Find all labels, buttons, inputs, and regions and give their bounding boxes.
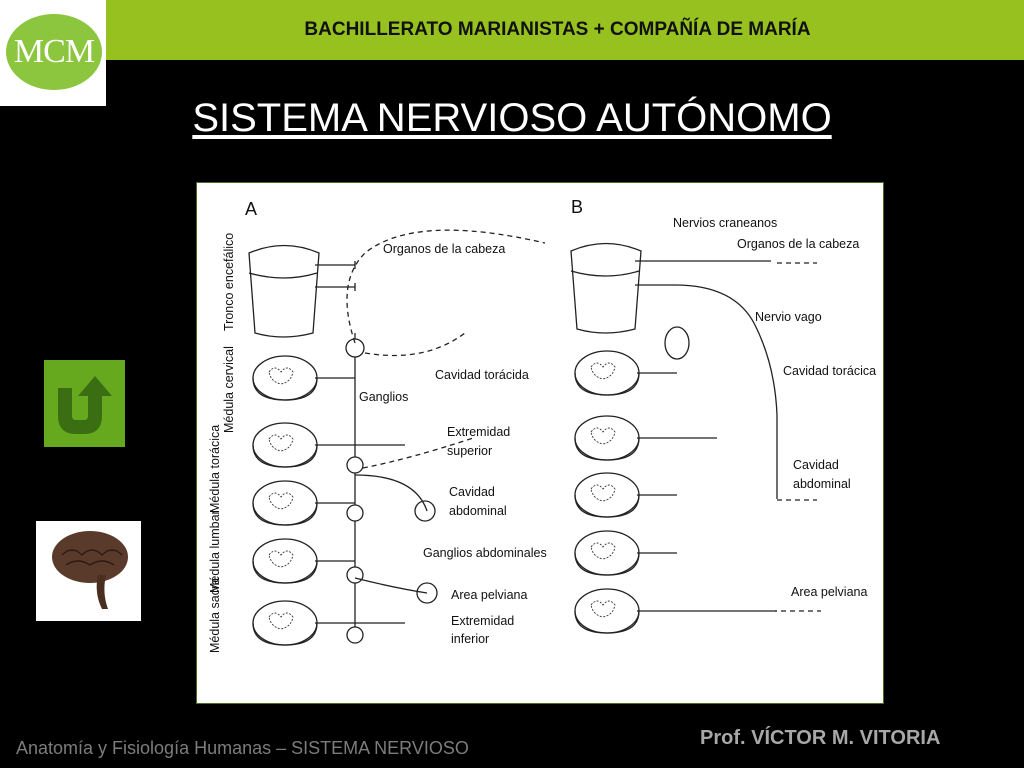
logo: MCM bbox=[0, 0, 106, 106]
logo-oval: MCM bbox=[6, 14, 102, 90]
b-nervio-vago: Nervio vago bbox=[755, 310, 822, 324]
spinal-segments-a bbox=[252, 229, 546, 646]
side-label-toracica: Médula torácica bbox=[208, 425, 222, 513]
side-label-tronco: Tronco encefálico bbox=[222, 233, 236, 331]
a-extremidad-superior-2: superior bbox=[447, 444, 492, 458]
footer-course: Anatomía y Fisiología Humanas – SISTEMA … bbox=[16, 738, 469, 758]
b-cavidad-toracica: Cavidad torácica bbox=[783, 364, 876, 378]
diagram-svg: A Tronco encefálico Médula cervical Médu… bbox=[208, 197, 876, 653]
a-extremidad-inferior-2: inferior bbox=[451, 632, 489, 646]
slide-title: SISTEMA NERVIOSO AUTÓNOMO bbox=[192, 96, 832, 140]
side-label-cervical: Médula cervical bbox=[222, 346, 236, 433]
brainstem-b bbox=[570, 242, 817, 501]
b-cavidad-abdominal-2: abdominal bbox=[793, 477, 851, 491]
nervous-system-diagram: A Tronco encefálico Médula cervical Médu… bbox=[196, 182, 884, 704]
a-cavidad-toracica: Cavidad torácida bbox=[435, 368, 529, 382]
a-ganglios-abdominales: Ganglios abdominales bbox=[423, 546, 547, 560]
back-button[interactable] bbox=[44, 360, 125, 447]
b-organos-cabeza: Organos de la cabeza bbox=[737, 237, 859, 251]
a-extremidad-superior-1: Extremidad bbox=[447, 425, 510, 439]
panel-b-letter: B bbox=[571, 197, 583, 217]
u-turn-arrow-icon bbox=[58, 376, 112, 434]
b-area-pelviana: Area pelviana bbox=[791, 585, 867, 599]
brainstem-a bbox=[248, 244, 356, 338]
header-banner: BACHILLERATO MARIANISTAS + COMPAÑÍA DE M… bbox=[106, 0, 1024, 60]
a-ganglios: Ganglios bbox=[359, 390, 408, 404]
brain-icon bbox=[52, 531, 128, 609]
footer-author: Prof. VÍCTOR M. VITORIA bbox=[700, 727, 941, 749]
panel-a-letter: A bbox=[245, 199, 257, 219]
a-organos-cabeza: Organos de la cabeza bbox=[383, 242, 505, 256]
b-nervios-craneanos: Nervios craneanos bbox=[673, 216, 777, 230]
spinal-segments-b bbox=[574, 326, 821, 634]
side-label-lumbar: Médula lumbar bbox=[208, 510, 222, 593]
a-cavidad-abdominal-2: abdominal bbox=[449, 504, 507, 518]
b-cavidad-abdominal-1: Cavidad bbox=[793, 458, 839, 472]
a-cavidad-abdominal-1: Cavidad bbox=[449, 485, 495, 499]
brain-image[interactable] bbox=[36, 521, 141, 621]
a-area-pelviana: Area pelviana bbox=[451, 588, 527, 602]
logo-text: MCM bbox=[13, 33, 95, 70]
banner-text: BACHILLERATO MARIANISTAS + COMPAÑÍA DE M… bbox=[304, 19, 811, 40]
side-label-sacra: Médula sacra bbox=[208, 578, 222, 653]
a-extremidad-inferior-1: Extremidad bbox=[451, 614, 514, 628]
